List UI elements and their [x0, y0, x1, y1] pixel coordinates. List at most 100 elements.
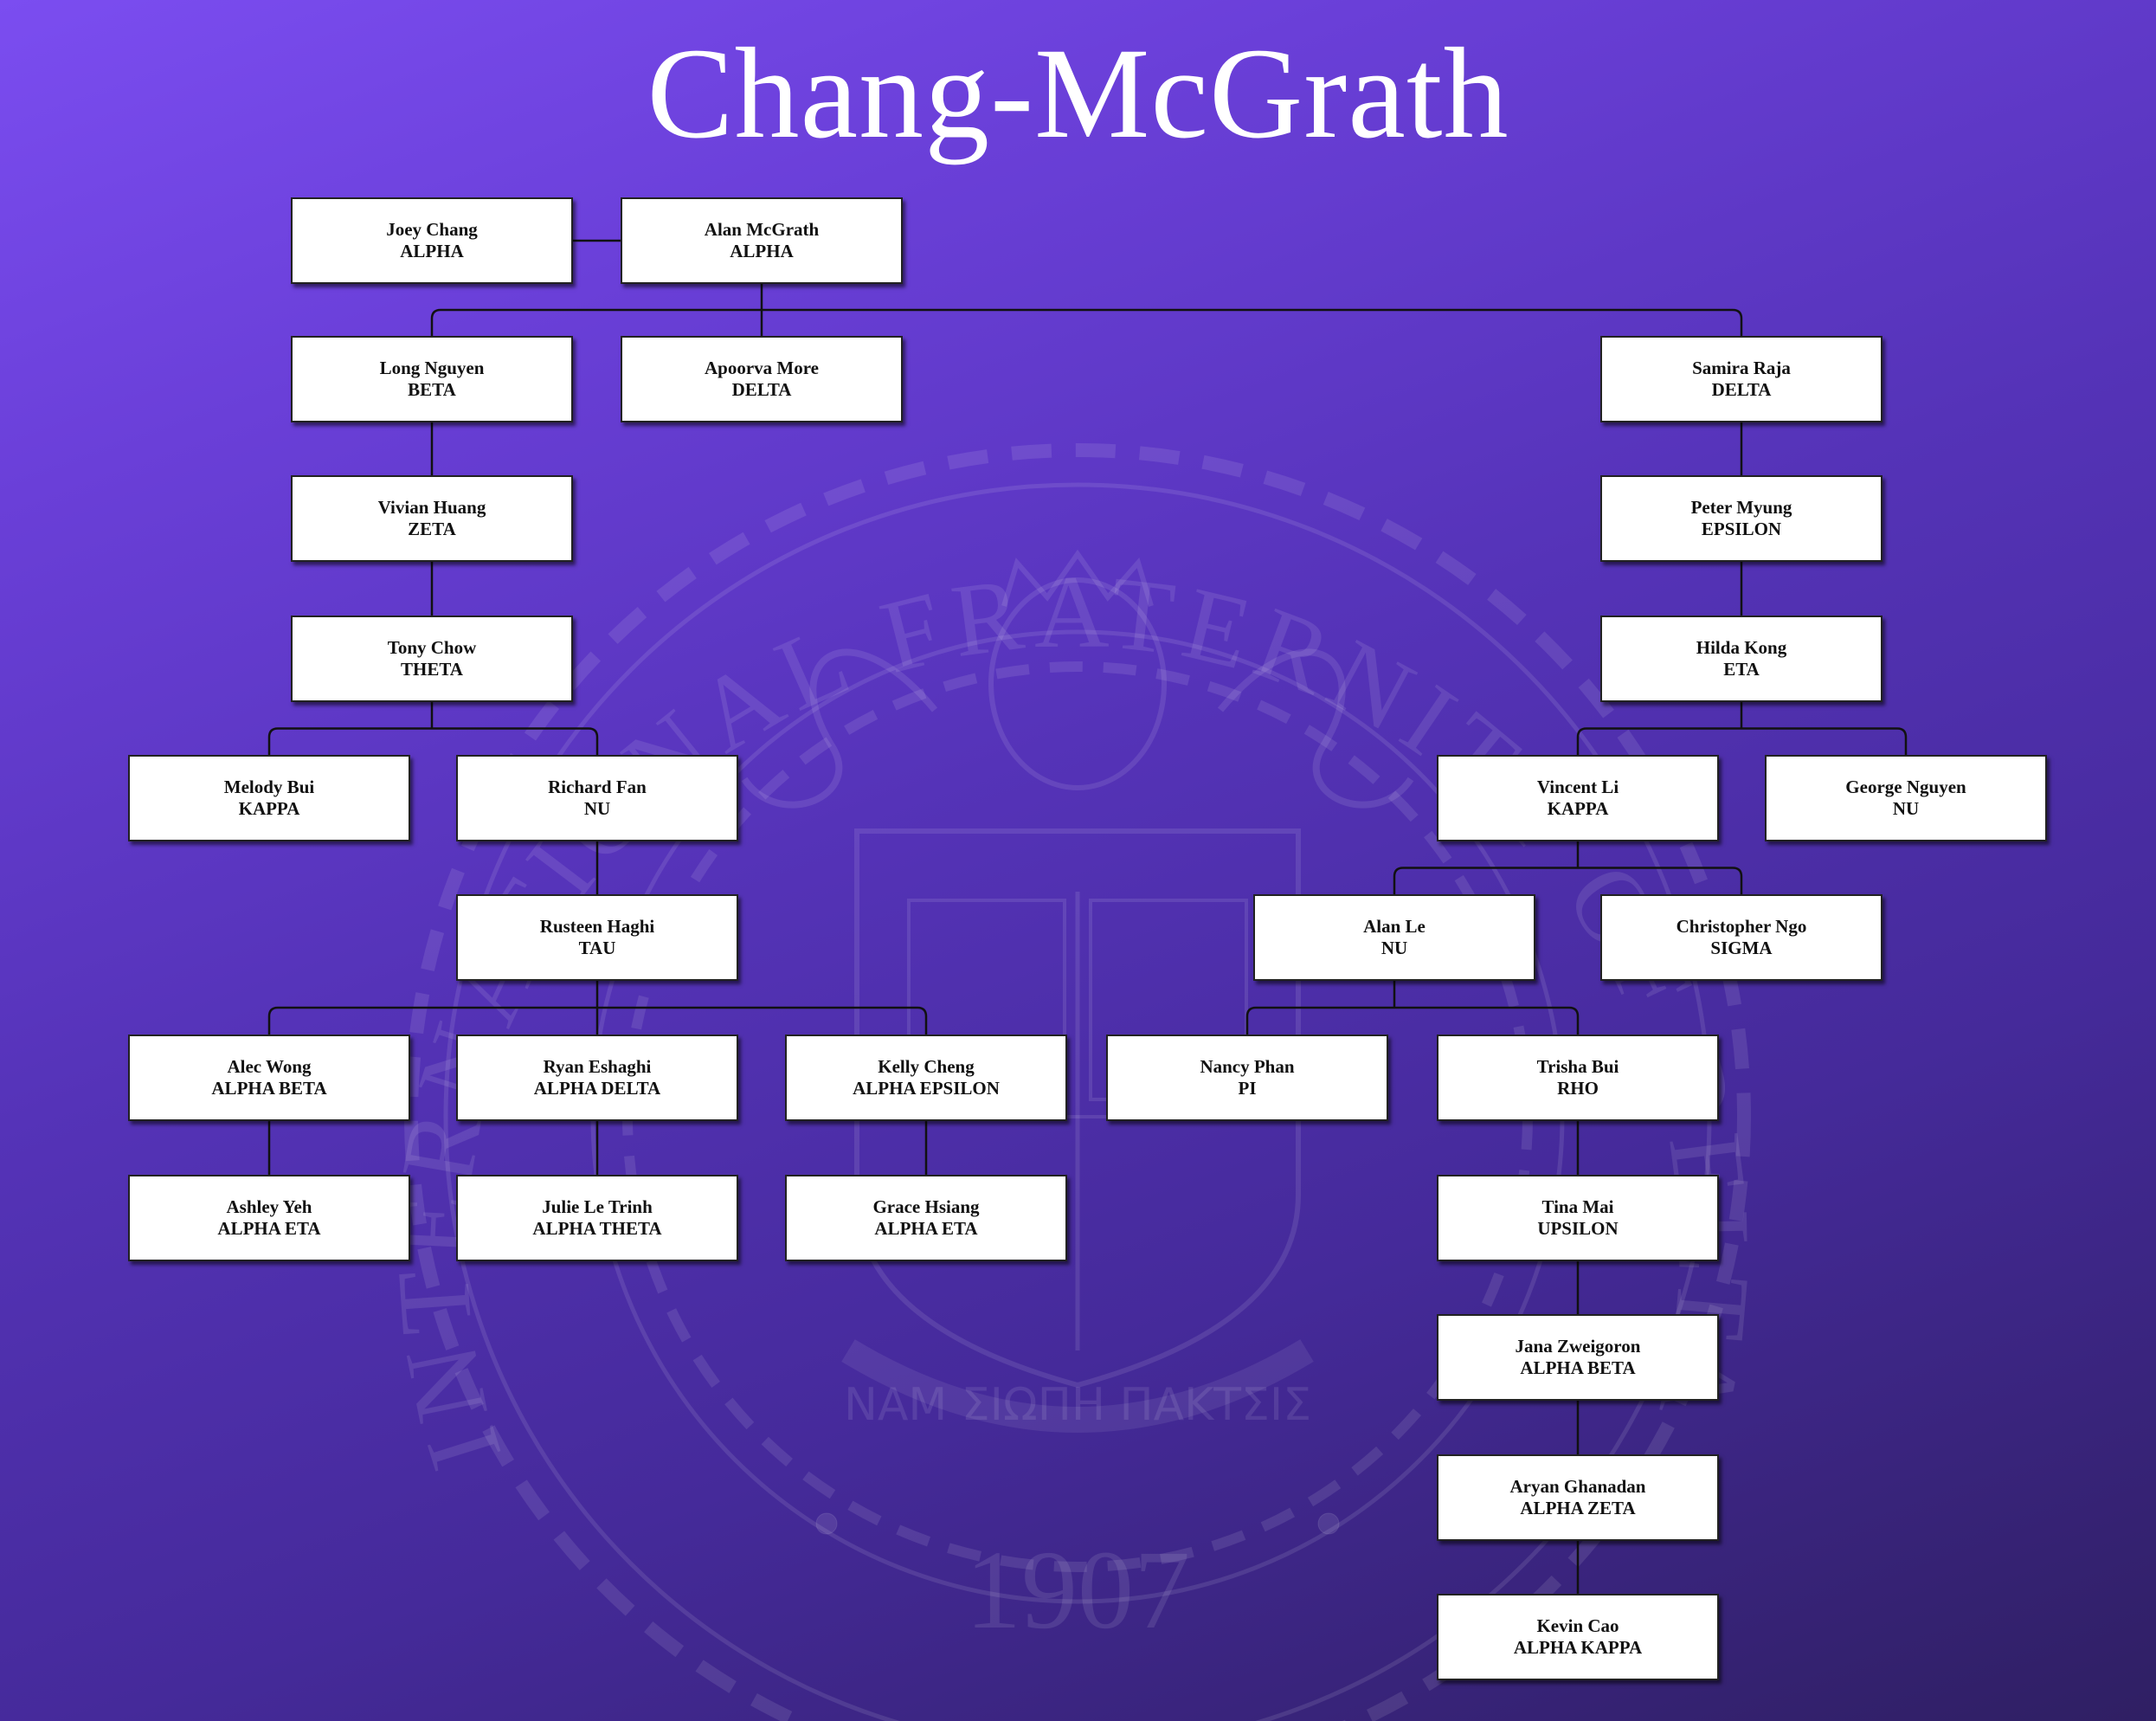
lineage-connector [1741, 727, 1908, 755]
member-name: Julie Le Trinh [542, 1196, 653, 1217]
member-chapter: DELTA [1711, 379, 1772, 400]
member-name: Christopher Ngo [1676, 916, 1807, 937]
lineage-connector [1245, 1006, 1394, 1035]
member-chapter: ALPHA BETA [1520, 1357, 1636, 1378]
member-chapter: ALPHA THETA [532, 1218, 662, 1239]
member-name: Alan Le [1363, 916, 1426, 937]
lineage-connector [430, 308, 762, 336]
lineage-connector [267, 727, 432, 755]
member-name: Nancy Phan [1200, 1056, 1295, 1077]
lineage-connector [267, 1006, 597, 1035]
member-chapter: ALPHA BETA [211, 1078, 327, 1099]
member-name: Vivian Huang [377, 497, 486, 518]
member-name: Ashley Yeh [226, 1196, 312, 1217]
member-chapter: EPSILON [1701, 519, 1782, 539]
member-chapter: ALPHA EPSILON [853, 1078, 1000, 1099]
member-chapter: NU [583, 798, 611, 819]
member-chapter: NU [1380, 938, 1408, 958]
member-name: Aryan Ghanadan [1509, 1476, 1646, 1497]
member-chapter: KAPPA [1547, 798, 1609, 819]
member-name: Peter Myung [1690, 497, 1792, 518]
member-chapter: TAU [578, 938, 616, 958]
member-name: Kelly Cheng [878, 1056, 975, 1077]
member-chapter: SIGMA [1710, 938, 1773, 958]
member-chapter: ALPHA [400, 241, 464, 261]
member-name: Ryan Eshaghi [543, 1056, 652, 1077]
member-name: Joey Chang [386, 219, 478, 240]
member-chapter: THETA [401, 659, 463, 680]
lineage-connector [1394, 1006, 1580, 1035]
member-name: Alan McGrath [704, 219, 820, 240]
member-chapter: BETA [408, 379, 456, 400]
member-name: Richard Fan [548, 777, 647, 797]
page-title: Chang-McGrath [647, 22, 1509, 165]
lineage-connector [1576, 727, 1741, 755]
lineage-connector [762, 308, 1743, 336]
member-name: Samira Raja [1692, 358, 1791, 378]
member-chapter: KAPPA [238, 798, 300, 819]
member-name: Tina Mai [1541, 1196, 1614, 1217]
member-name: Melody Bui [223, 777, 315, 797]
member-name: Rusteen Haghi [539, 916, 655, 937]
lineage-connector [1393, 867, 1578, 894]
member-chapter: DELTA [731, 379, 792, 400]
lineage-connector [432, 727, 599, 755]
member-name: Long Nguyen [379, 358, 485, 378]
member-name: George Nguyen [1845, 777, 1966, 797]
member-name: Tony Chow [387, 637, 477, 658]
member-chapter: ETA [1723, 659, 1760, 680]
member-chapter: ALPHA [730, 241, 794, 261]
member-chapter: ALPHA KAPPA [1513, 1637, 1643, 1658]
member-name: Alec Wong [227, 1056, 312, 1077]
member-chapter: RHO [1557, 1078, 1599, 1099]
member-name: Grace Hsiang [872, 1196, 980, 1217]
member-chapter: PI [1238, 1078, 1257, 1099]
member-name: Vincent Li [1536, 777, 1619, 797]
member-chapter: ALPHA ETA [874, 1218, 978, 1239]
member-name: Jana Zweigoron [1515, 1336, 1641, 1357]
member-name: Hilda Kong [1696, 637, 1787, 658]
member-chapter: NU [1892, 798, 1920, 819]
member-name: Kevin Cao [1536, 1615, 1619, 1636]
member-chapter: ALPHA ZETA [1520, 1498, 1636, 1518]
member-chapter: ALPHA ETA [217, 1218, 321, 1239]
lineage-connector [1578, 867, 1743, 894]
seal-year: 1907 [965, 1528, 1190, 1653]
member-chapter: ALPHA DELTA [533, 1078, 661, 1099]
member-chapter: ZETA [408, 519, 456, 539]
member-name: Apoorva More [705, 358, 819, 378]
seal-motto: ΝΑΜ ΣΙΩΠΗ ΠΑΚΤΣΙΣ [844, 1379, 1311, 1431]
member-name: Trisha Bui [1536, 1056, 1619, 1077]
member-chapter: UPSILON [1537, 1218, 1619, 1239]
lineage-connector [597, 1006, 928, 1035]
